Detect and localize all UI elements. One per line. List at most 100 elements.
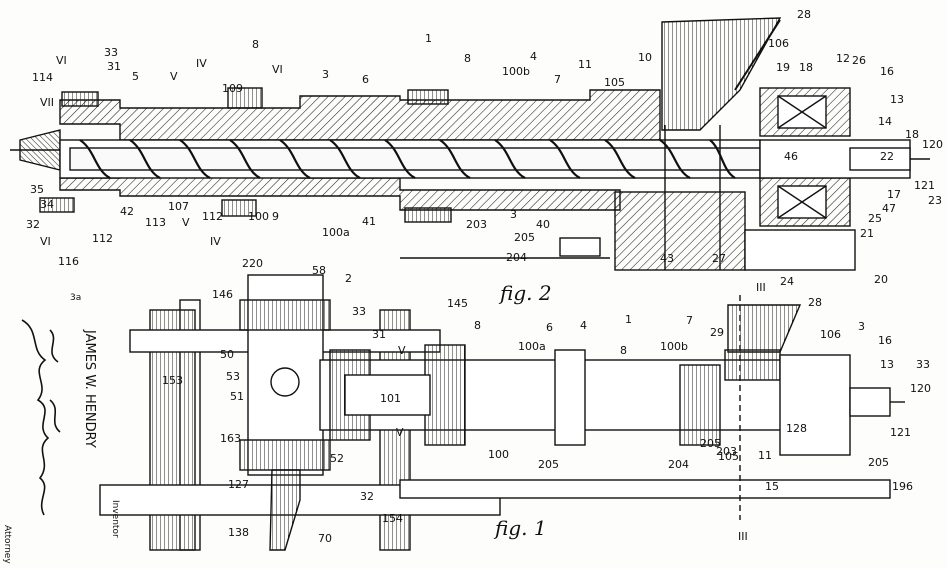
fig2-numeral: VII xyxy=(40,96,54,109)
fig2-numeral: 10 xyxy=(638,51,652,64)
fig2-numeral: 34 xyxy=(40,198,54,211)
inventor-name: JAMES W. HENDRY xyxy=(82,329,97,448)
fig2-numeral: 40 xyxy=(536,218,550,231)
fig1-numeral: 100 xyxy=(488,448,509,461)
fig2-numeral: 205 xyxy=(514,231,535,244)
fig1-numeral: 145 xyxy=(447,297,468,310)
fig1-numeral: 154 xyxy=(382,512,403,525)
fig2-numeral: VI xyxy=(56,54,67,67)
fig2-numeral: 16 xyxy=(880,65,894,78)
fig2-numeral: 112 xyxy=(202,210,223,223)
fig1-numeral: 51 xyxy=(230,390,244,403)
fig1-caption: fig. 1 xyxy=(493,516,547,540)
fig2-numeral: 28 xyxy=(797,8,811,21)
fig2-numeral: 121 xyxy=(914,179,935,192)
sheet-mark: 3a xyxy=(70,293,81,303)
fig2-numeral: 19 xyxy=(776,61,790,74)
fig2-numeral: 18 xyxy=(905,128,919,141)
fig2-numeral: 43 xyxy=(660,252,674,265)
fig2-numeral: 20 xyxy=(874,273,888,286)
fig1-numeral: 205 xyxy=(700,437,721,450)
fig2-numeral: 13 xyxy=(890,93,904,106)
fig1-numeral: 203 xyxy=(716,445,737,458)
fig2-numeral: 100a xyxy=(322,226,350,239)
fig2-numeral: 27 xyxy=(712,252,726,265)
fig1-numeral: 15 xyxy=(765,480,779,493)
fig2-numeral: 100 xyxy=(248,210,269,223)
fig1-numeral: 8 xyxy=(620,344,627,357)
fig1-numeral: 52 xyxy=(330,452,344,465)
fig2-numeral: 22 xyxy=(880,150,894,163)
fig1-numeral: 70 xyxy=(318,532,332,545)
fig1-numeral: 33 xyxy=(916,358,930,371)
fig2-numeral: IV xyxy=(210,235,221,248)
attorney-signature xyxy=(21,319,61,516)
fig2-numeral: 32 xyxy=(26,218,40,231)
fig1-numeral: 6 xyxy=(546,321,553,334)
fig1-numeral: 146 xyxy=(212,288,233,301)
fig2-numeral: 106 xyxy=(768,37,789,50)
fig1-numeral: V xyxy=(398,344,406,357)
fig1-numeral: 204 xyxy=(668,458,689,471)
fig1-numeral: 2 xyxy=(345,272,352,285)
fig2-numeral: 14 xyxy=(878,115,892,128)
fig2-numeral: 203 xyxy=(466,218,487,231)
fig2-numeral: 9 xyxy=(272,210,279,223)
inventor-label-block: Inventor xyxy=(110,500,120,538)
fig2-numeral: 8 xyxy=(464,52,471,65)
fig2-numeral: 113 xyxy=(145,216,166,229)
fig2-section-view xyxy=(10,17,930,271)
fig2-numeral: 107 xyxy=(168,200,189,213)
fig1-numeral: 32 xyxy=(360,490,374,503)
fig2-numeral: 5 xyxy=(132,70,139,83)
fig1-numeral: 205 xyxy=(538,458,559,471)
fig2-numeral: 26 xyxy=(852,54,866,67)
fig2-numeral: 105 xyxy=(604,76,625,89)
fig2-numeral: 11 xyxy=(578,58,592,71)
fig1-numeral: 28 xyxy=(808,296,822,309)
fig2-numeral: VI xyxy=(40,235,51,248)
fig2-caption: fig. 2 xyxy=(498,281,552,305)
fig1-numeral: 8 xyxy=(474,319,481,332)
fig1-numeral: 1 xyxy=(625,313,632,326)
fig1-numeral: 196 xyxy=(892,480,913,493)
attorney-label-block: Attorney xyxy=(2,525,12,564)
fig2-numeral: 204 xyxy=(506,251,527,264)
fig1-numeral: 53 xyxy=(226,370,240,383)
fig2-numeral: 46 xyxy=(784,150,798,163)
fig2-numeral: 100b xyxy=(502,65,530,78)
fig1-numeral: 29 xyxy=(710,326,724,339)
fig1-numeral: 3 xyxy=(858,320,865,333)
fig1-numeral: 205 xyxy=(868,456,889,469)
fig1-numeral: V xyxy=(396,426,404,439)
fig2-numeral: 33 xyxy=(104,46,118,59)
fig2-numeral: 116 xyxy=(58,255,79,268)
fig1-numeral: 153 xyxy=(162,374,183,387)
fig2-numeral: 42 xyxy=(120,205,134,218)
fig1-numeral: 31 xyxy=(372,328,386,341)
fig2-numeral: 120 xyxy=(922,138,943,151)
fig2-numeral: 31 xyxy=(107,60,121,73)
fig1-exterior-view xyxy=(99,274,905,551)
fig1-numeral: 7 xyxy=(686,314,693,327)
fig2-numeral: 17 xyxy=(887,188,901,201)
fig1-numeral: 163 xyxy=(220,432,241,445)
fig2-numeral: 24 xyxy=(780,275,794,288)
fig1-numeral: 101 xyxy=(380,392,401,405)
fig1-numeral: 50 xyxy=(220,348,234,361)
fig1-numeral: 120 xyxy=(910,382,931,395)
fig2-numeral: 47 xyxy=(882,202,896,215)
fig2-numeral: 25 xyxy=(868,212,882,225)
fig1-numeral: 106 xyxy=(820,328,841,341)
fig1-numeral: 16 xyxy=(878,334,892,347)
fig1-numeral: 121 xyxy=(890,426,911,439)
fig1-numeral: 33 xyxy=(352,305,366,318)
fig2-numeral: 8 xyxy=(252,38,259,51)
fig2-numeral: 18 xyxy=(799,61,813,74)
fig2-numeral: 7 xyxy=(554,73,561,86)
fig2-numeral: 12 xyxy=(836,52,850,65)
fig1-numeral: 4 xyxy=(580,319,587,332)
